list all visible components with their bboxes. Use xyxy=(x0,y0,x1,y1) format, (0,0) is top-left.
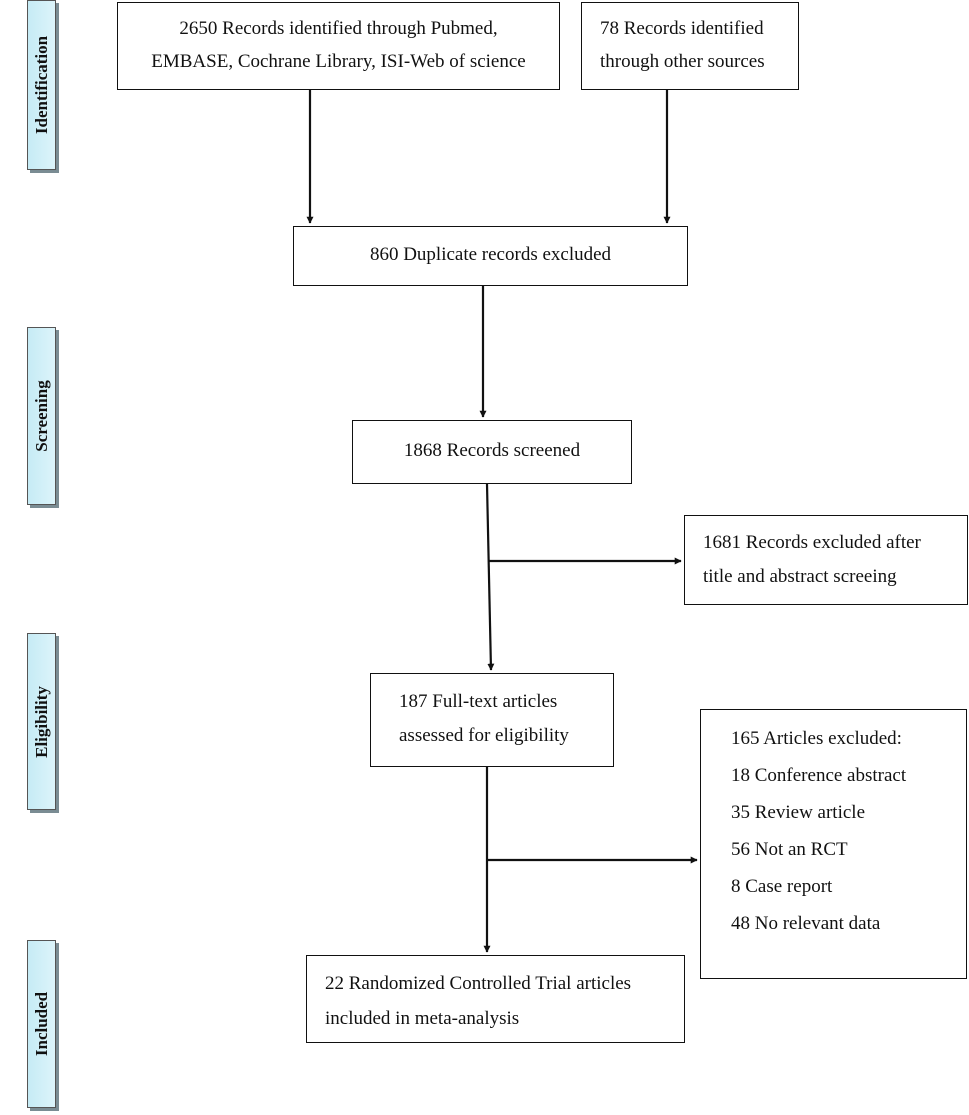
box-records-other: 78 Records identified through other sour… xyxy=(581,2,799,90)
box-line: 1681 Records excluded after xyxy=(703,532,921,553)
stage-screening: Screening xyxy=(27,327,56,505)
box-line: 22 Randomized Controlled Trial articles xyxy=(325,973,632,994)
box-line: 165 Articles excluded: xyxy=(731,728,902,749)
box-line: 48 No relevant data xyxy=(731,913,881,934)
box-line: EMBASE, Cochrane Library, ISI-Web of sci… xyxy=(151,51,526,72)
box-line: 2650 Records identified through Pubmed, xyxy=(179,18,498,39)
box-included: 22 Randomized Controlled Trial articles … xyxy=(306,955,685,1043)
box-line: 187 Full-text articles xyxy=(399,691,558,712)
box-line: included in meta-analysis xyxy=(325,1008,520,1029)
box-line: 35 Review article xyxy=(731,802,866,823)
box-excluded-title: 1681 Records excluded after title and ab… xyxy=(684,515,968,605)
box-line: 18 Conference abstract xyxy=(731,765,907,786)
box-line: 860 Duplicate records excluded xyxy=(369,244,612,265)
stage-identification: Identification xyxy=(27,0,56,170)
box-line: through other sources xyxy=(600,51,765,72)
box-line: 1868 Records screened xyxy=(403,440,581,461)
box-duplicates: 860 Duplicate records excluded xyxy=(293,226,688,286)
box-line: 56 Not an RCT xyxy=(731,839,848,860)
box-line: title and abstract screeing xyxy=(703,566,897,587)
box-line: 8 Case report xyxy=(731,876,833,897)
stage-included: Included xyxy=(27,940,56,1108)
box-line: 78 Records identified xyxy=(600,18,764,39)
stage-eligibility: Eligibility xyxy=(27,633,56,810)
box-fulltext: 187 Full-text articles assessed for elig… xyxy=(370,673,614,767)
box-records-databases: 2650 Records identified through Pubmed, … xyxy=(117,2,560,90)
arrow-screened-to-fulltext xyxy=(485,483,495,671)
box-line: assessed for eligibility xyxy=(399,725,569,746)
box-screened: 1868 Records screened xyxy=(352,420,632,484)
box-articles-excluded: 165 Articles excluded: 18 Conference abs… xyxy=(700,709,967,979)
